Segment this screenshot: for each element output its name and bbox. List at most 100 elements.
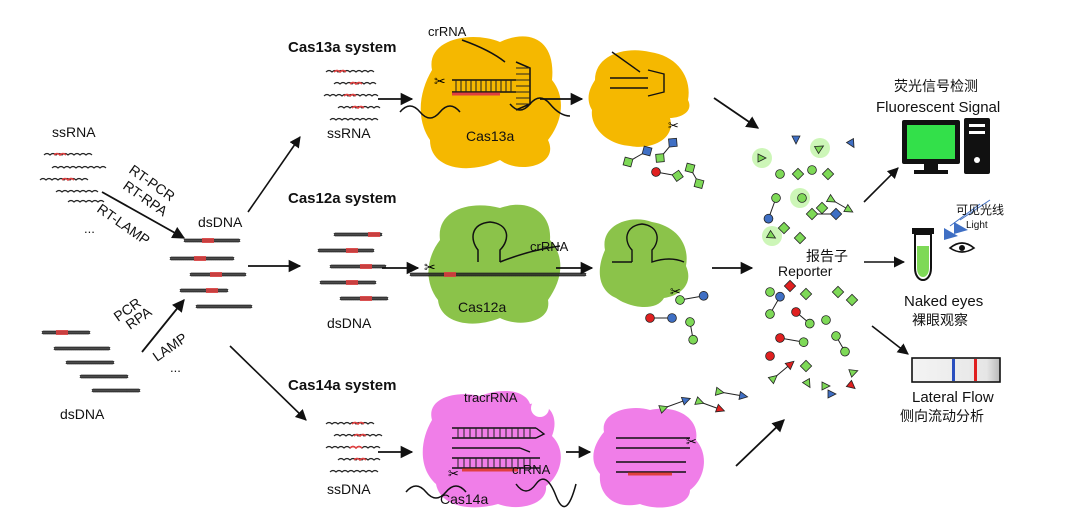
amplified-dsdna-strands (169, 238, 253, 309)
reporter-molecule (821, 381, 831, 391)
reporter-molecule (694, 396, 705, 405)
cas13a-enzyme-blob (420, 36, 561, 169)
cas14a-guide2-label: crRNA (512, 462, 551, 477)
reporter-molecule (671, 169, 684, 182)
target-region-highlight (360, 296, 372, 301)
target-region-highlight (53, 152, 67, 157)
nucleic-acid-strand (329, 469, 379, 473)
dna-arrow (141, 299, 185, 353)
rt-amplification-methods: RT-PCR RT-RPA RT-LAMP ... (84, 161, 186, 248)
cas12a-enzyme-blob (428, 204, 561, 324)
target-region-highlight (444, 272, 456, 277)
reporter-molecule (775, 333, 785, 343)
reporter-molecule (668, 137, 678, 148)
naked-eyes-readout: 可见光线 Light Naked eyes 裸眼观察 (904, 199, 1004, 329)
target-region-highlight (353, 457, 367, 462)
reporter-molecule (693, 178, 705, 189)
cas12a-activated-blob (599, 219, 689, 308)
dna-ellipsis: ... (170, 360, 181, 375)
nucleic-acid-strand (333, 433, 383, 437)
lateral-flow-strip-icon (911, 357, 1001, 383)
cas12a-system: Cas12a system dsDNA crRNA Cas12a ✂ ✂ (288, 190, 709, 345)
target-region-highlight (346, 248, 358, 253)
reporter-molecule (821, 167, 835, 181)
cas14a-system: Cas14a system ssDNA tracrRNA ✂ Cas14a cr… (288, 377, 749, 508)
target-region-highlight (61, 177, 75, 182)
reporter-molecule (775, 291, 785, 302)
cas14a-enzyme-label: Cas14a (440, 491, 488, 507)
cas12a-target-label: dsDNA (327, 315, 372, 331)
nucleic-acid-strand (67, 199, 105, 203)
cas14a-target-label: ssDNA (327, 481, 371, 497)
naked-eyes-en-label: Naked eyes (904, 293, 983, 310)
naked-eyes-cn-label: 裸眼观察 (912, 312, 968, 329)
reporter-molecule (658, 405, 669, 414)
reporter-molecule (798, 337, 809, 347)
reporter-molecule (667, 313, 677, 323)
dsdna-helix (329, 264, 387, 269)
cas13a-title: Cas13a system (288, 39, 396, 56)
reporter-molecule (791, 135, 801, 145)
reporter-molecule (799, 359, 813, 373)
cas12a-dsdna-strands (317, 232, 389, 301)
dna-amplification-methods: PCR RPA LAMP ... (111, 294, 190, 375)
reporter-molecule (685, 317, 695, 327)
dsdna-helix (65, 360, 115, 365)
cas13a-crrna-hairpin (452, 61, 531, 111)
cas14a-target-strand-right (515, 478, 577, 508)
reporter-molecule (821, 315, 831, 325)
target-region-highlight (194, 256, 206, 261)
fluorescent-signal-readout: 荧光信号检测 Fluorescent Signal (876, 78, 1000, 174)
target-region-highlight (353, 433, 367, 438)
reporter-molecule (783, 279, 797, 293)
nucleic-acid-strand (43, 152, 93, 156)
reporter-molecule (738, 390, 749, 400)
cas12a-activated-crrna (626, 223, 685, 263)
reporter-molecule (645, 313, 655, 323)
input-dsdna-bottom-label: dsDNA (60, 406, 105, 422)
scissors-icon: ✂ (448, 466, 459, 481)
target-region-highlight (368, 232, 380, 237)
dsdna-helix (179, 288, 229, 293)
visible-light-en-label: Light (966, 220, 988, 231)
reporter-molecule (767, 374, 778, 385)
reporter-molecule (714, 403, 726, 413)
target-region-highlight (343, 93, 357, 98)
input-dsdna-left-group: dsDNA (41, 330, 141, 422)
target-region-highlight (202, 238, 214, 243)
test-tube-icon (912, 228, 934, 281)
reporter-molecule (827, 389, 837, 399)
reporter-molecule (845, 379, 856, 390)
reporter-molecule (813, 145, 825, 155)
scissors-icon: ✂ (686, 434, 697, 449)
cas12a-cleaved-reporters (645, 291, 709, 345)
dsdna-helix (91, 388, 141, 393)
dsdna-helix (195, 304, 253, 309)
input-ssrna-group: ssRNA (39, 124, 107, 203)
cas13a-guide-label: crRNA (428, 24, 467, 39)
cas14a-ssdna-strands (325, 421, 383, 473)
reporter-molecule (829, 207, 843, 221)
reporter-molecule (831, 285, 845, 299)
nucleic-acid-strand (329, 117, 379, 121)
target-region-highlight (349, 81, 363, 86)
amplified-dsdna-group: dsDNA (169, 214, 253, 309)
arrow-to-lateral-flow (871, 325, 909, 355)
reporter-molecule (848, 369, 859, 378)
arrow-to-reporter-top (713, 97, 760, 129)
reporter-molecule (698, 291, 709, 301)
cas14a-enzyme-blob (422, 390, 561, 508)
reporter-molecule (765, 309, 775, 319)
reporter-molecule (765, 287, 775, 297)
dsdna-helix (409, 272, 587, 277)
cas12a-enzyme-label: Cas12a (458, 299, 506, 315)
target-region-highlight (360, 264, 372, 269)
cas13a-enzyme-label: Cas13a (466, 128, 514, 144)
arrow-to-reporter-bottom (735, 419, 785, 467)
target-region-highlight (56, 330, 68, 335)
target-region-highlight (210, 272, 222, 277)
reporter-molecule (775, 169, 785, 179)
cas14a-tracrrna-structure (452, 427, 546, 472)
scissors-icon: ✂ (434, 73, 446, 89)
